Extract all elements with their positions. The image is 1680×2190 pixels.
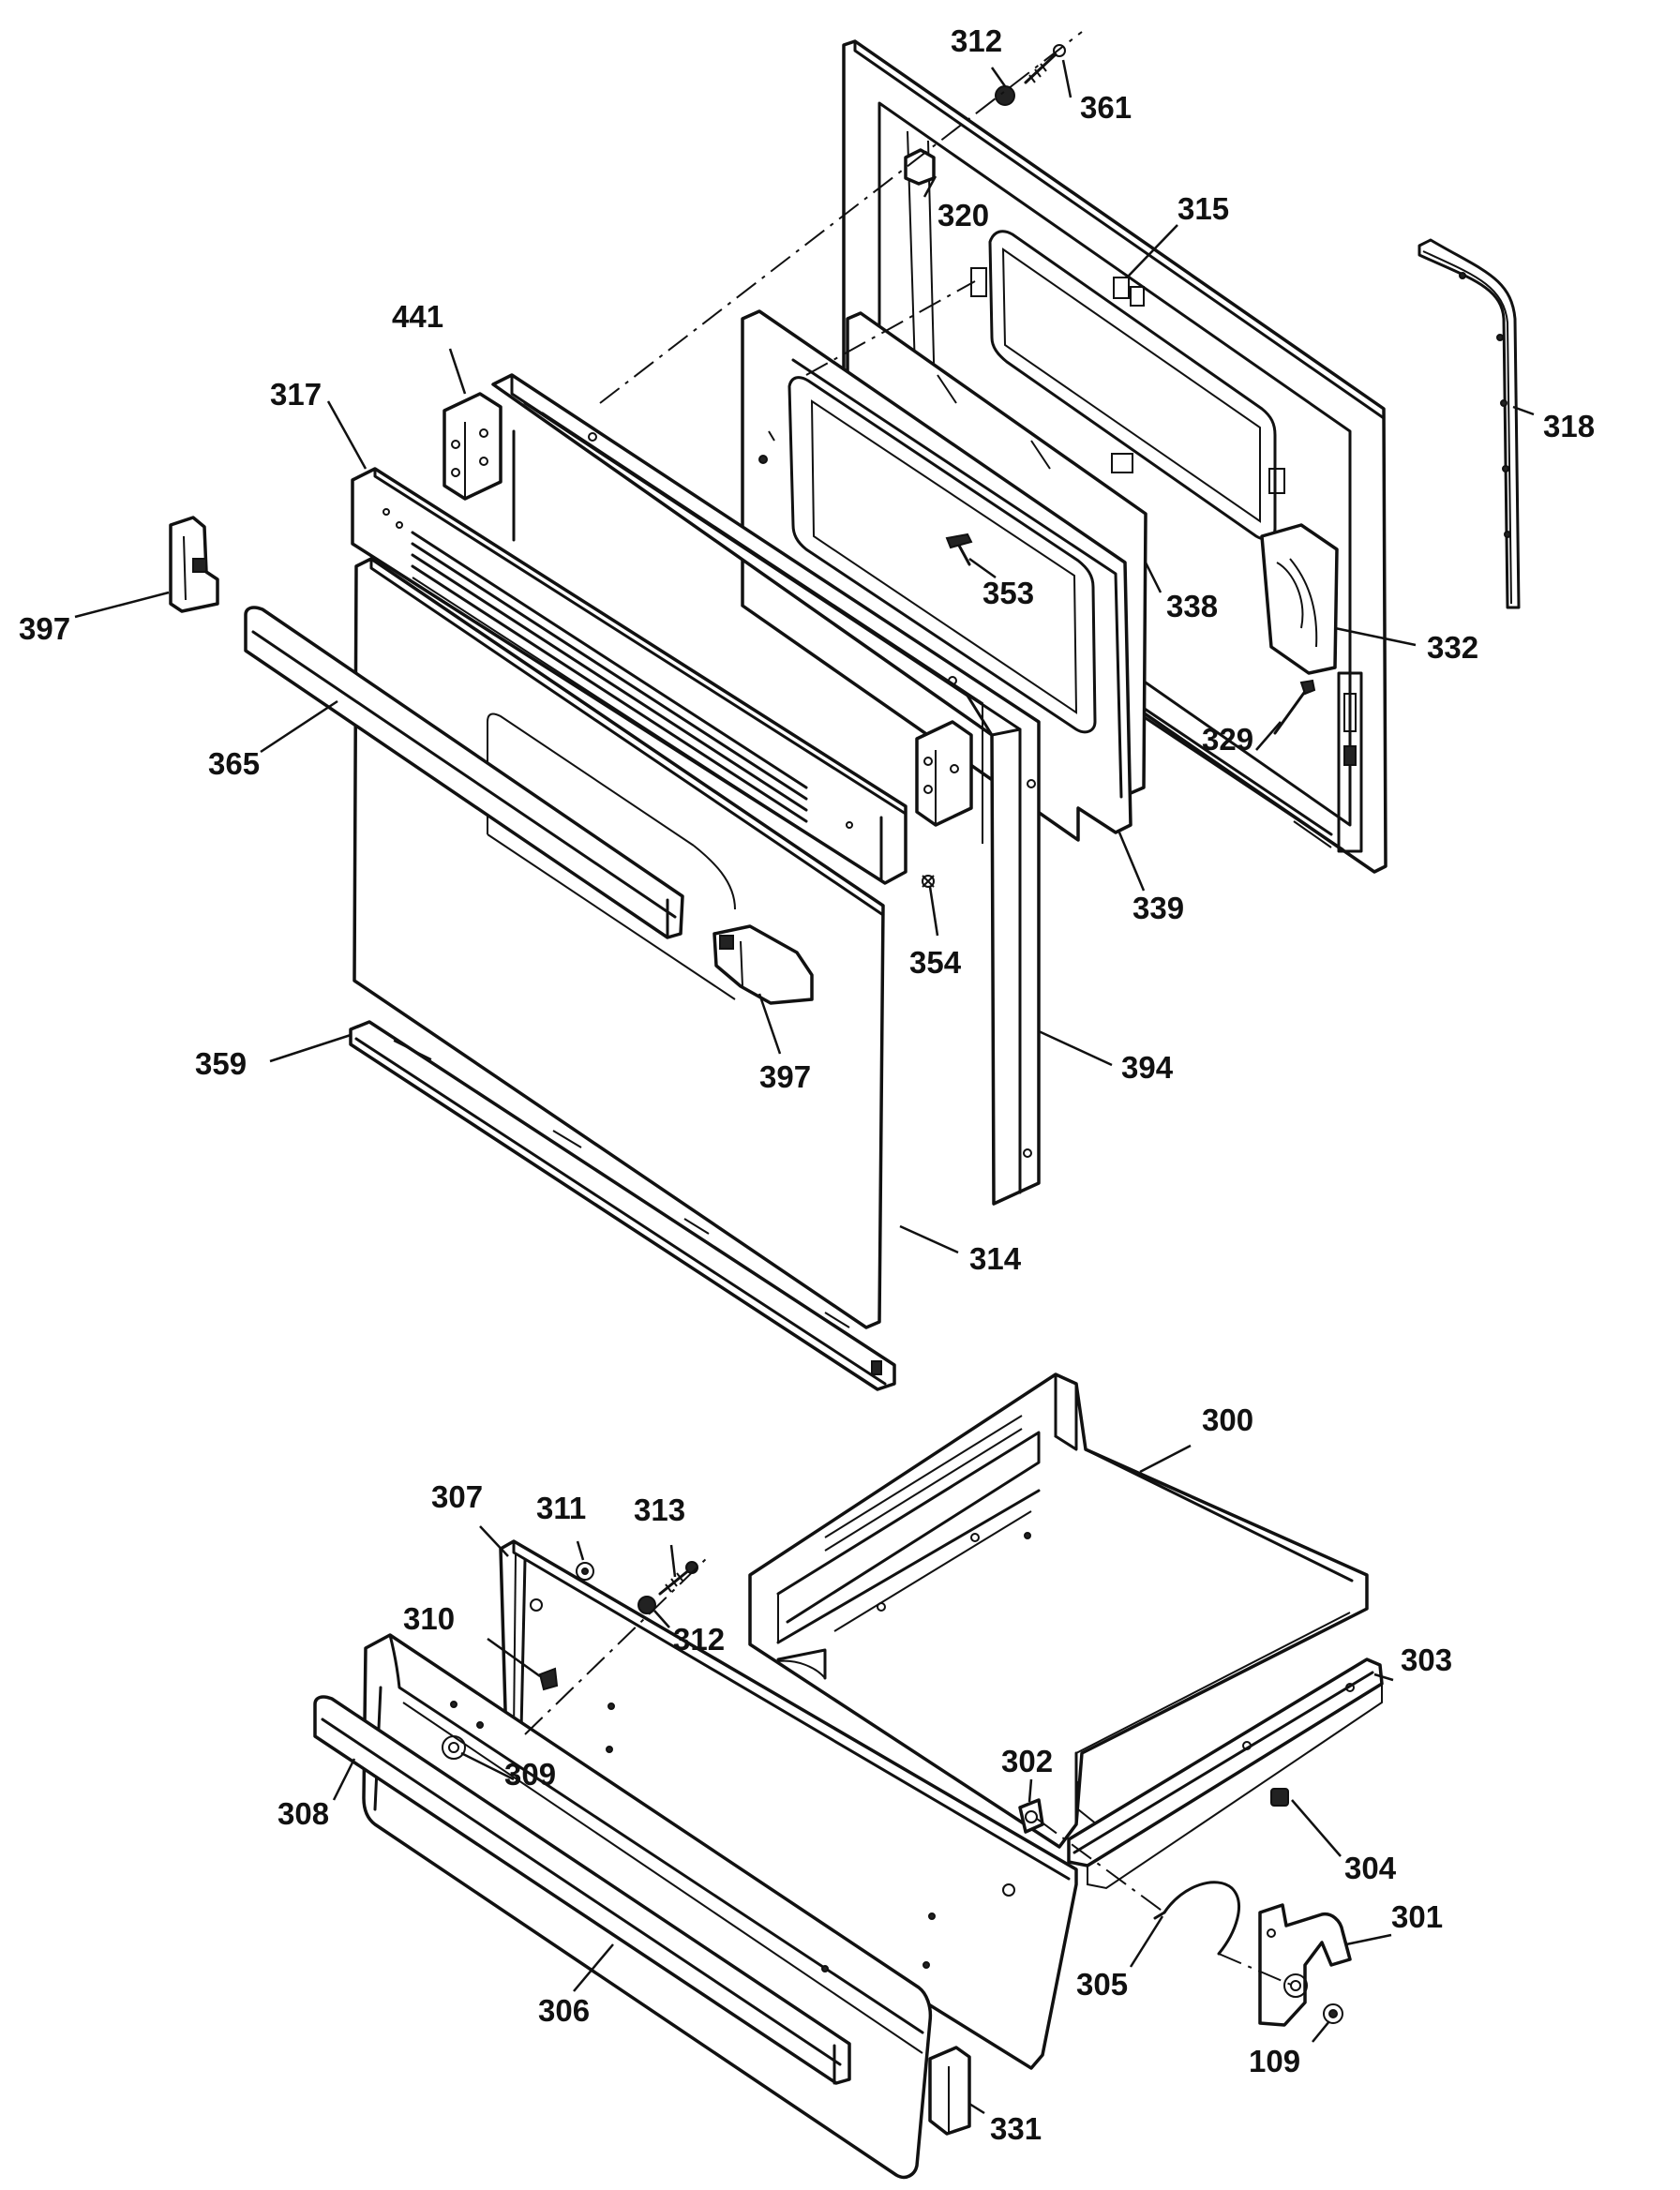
washer-109	[1323, 2003, 1343, 2024]
screw-354	[922, 875, 935, 888]
part-label-305: 305	[1076, 1967, 1128, 2002]
part-label-365: 365	[208, 746, 260, 781]
door-gasket-318	[1418, 238, 1521, 609]
window-frame-339	[741, 309, 1132, 842]
part-label-303: 303	[1401, 1642, 1452, 1677]
part-label-320: 320	[938, 198, 989, 232]
handle-end-cap-397a	[169, 516, 219, 613]
vent-slots	[411, 531, 808, 833]
drawer-slide-303	[1067, 1658, 1384, 1890]
part-label-314: 314	[969, 1241, 1022, 1276]
insulation-block-332	[1260, 523, 1339, 675]
roller-304	[1270, 1788, 1289, 1807]
hinge-bracket-441	[442, 392, 502, 501]
nut-312-drawer	[638, 1596, 656, 1614]
part-label-304: 304	[1344, 1851, 1397, 1885]
part-label-310: 310	[403, 1601, 455, 1636]
part-label-300: 300	[1202, 1402, 1253, 1437]
part-label-308: 308	[278, 1796, 329, 1831]
part-label-441: 441	[392, 299, 443, 334]
roller-stud-302	[1018, 1798, 1044, 1834]
part-label-338: 338	[1166, 589, 1218, 623]
part-label-397-top: 397	[19, 611, 70, 646]
part-label-339: 339	[1132, 891, 1184, 925]
part-label-311: 311	[536, 1491, 586, 1525]
part-label-317: 317	[270, 377, 322, 412]
part-label-306: 306	[538, 1993, 590, 2028]
nut-312-top	[995, 85, 1015, 106]
part-label-309: 309	[504, 1757, 556, 1792]
insert-310	[538, 1667, 559, 1691]
part-label-318: 318	[1543, 409, 1595, 443]
part-label-361: 361	[1080, 90, 1132, 125]
screw-313	[658, 1561, 698, 1596]
drawer-box-300	[748, 1372, 1369, 1849]
part-label-329: 329	[1202, 722, 1253, 757]
slide-bracket-301	[1258, 1903, 1352, 2027]
vent-panel-317	[351, 467, 908, 885]
hinge-bracket-right	[915, 720, 973, 827]
part-labels: 312 361 320 315 441 318 317 397 353 338 …	[19, 23, 1595, 2146]
part-label-302: 302	[1001, 1744, 1053, 1778]
bottom-trim-359	[349, 1020, 896, 1391]
side-bracket-331	[928, 2046, 971, 2136]
part-label-397-bottom: 397	[759, 1059, 811, 1094]
part-label-315: 315	[1178, 191, 1229, 226]
drawer-inner-panel-307	[499, 1539, 1078, 2070]
part-label-331: 331	[990, 2111, 1042, 2146]
door-liner-315	[842, 39, 1388, 874]
part-label-301: 301	[1391, 1899, 1443, 1934]
part-label-354: 354	[909, 945, 962, 980]
part-label-359: 359	[195, 1046, 247, 1081]
nut-311	[576, 1562, 594, 1581]
door-frame-394	[491, 373, 1041, 1206]
part-label-307: 307	[431, 1479, 483, 1514]
part-label-312-top: 312	[951, 23, 1002, 58]
drawer-handle-308	[313, 1695, 851, 2085]
part-label-109: 109	[1249, 2044, 1300, 2078]
part-label-394: 394	[1121, 1050, 1174, 1085]
screw-353	[945, 532, 973, 566]
handle-end-cap-397b	[712, 924, 814, 1005]
part-label-353: 353	[982, 576, 1034, 610]
pin-329	[1273, 679, 1316, 735]
spring-clip-305	[1153, 1881, 1240, 1956]
outer-door-panel-314	[352, 557, 885, 1329]
door-handle-365	[244, 606, 684, 939]
part-label-313: 313	[634, 1492, 685, 1527]
screw-361	[1024, 44, 1066, 84]
part-label-312-drawer: 312	[673, 1622, 725, 1657]
grommet-309	[442, 1735, 466, 1760]
clip-320	[904, 148, 936, 186]
part-label-332: 332	[1427, 630, 1478, 665]
leader-lines	[74, 59, 1535, 2115]
